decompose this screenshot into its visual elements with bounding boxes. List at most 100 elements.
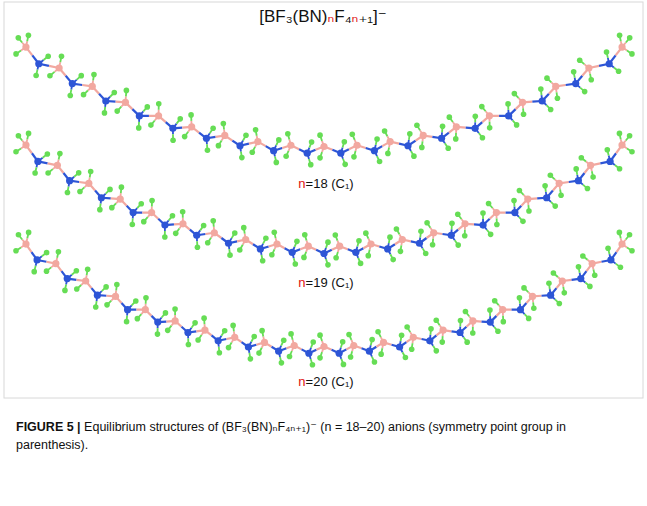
- fluorine-atom: [251, 334, 257, 340]
- nitrogen-atom: [34, 158, 41, 165]
- fluorine-atom: [91, 72, 97, 78]
- fluorine-atom: [93, 304, 99, 310]
- fluorine-atom: [317, 355, 323, 361]
- nitrogen-atom: [184, 329, 191, 336]
- nitrogen-atom: [66, 177, 73, 184]
- nitrogen-atom: [337, 150, 344, 157]
- fluorine-atom: [349, 131, 355, 137]
- fluorine-atom: [531, 306, 537, 312]
- boron-atom: [112, 293, 119, 300]
- fluorine-atom: [455, 242, 461, 248]
- nitrogen-atom: [236, 142, 243, 149]
- fluorine-atom: [85, 266, 91, 272]
- fluorine-atom: [156, 101, 162, 107]
- fluorine-atom: [458, 318, 464, 324]
- fluorine-atom: [480, 135, 486, 141]
- nitrogen-atom: [161, 221, 168, 228]
- nitrogen-atom: [257, 245, 264, 252]
- fluorine-atom: [617, 166, 623, 172]
- fluorine-atom: [582, 89, 588, 95]
- boron-atom: [493, 209, 500, 216]
- boron-atom: [85, 180, 92, 187]
- nitrogen-atom: [193, 232, 200, 239]
- fluorine-atom: [358, 261, 364, 267]
- fluorine-atom: [434, 348, 440, 354]
- nitrogen-atom: [304, 150, 311, 157]
- fluorine-atom: [629, 149, 635, 155]
- fluorine-atom: [464, 339, 470, 345]
- fluorine-atom: [47, 73, 53, 79]
- nitrogen-atom: [98, 194, 105, 201]
- fluorine-atom: [76, 170, 82, 176]
- fluorine-atom: [374, 136, 380, 142]
- fluorine-atom: [26, 131, 32, 137]
- fluorine-atom: [462, 233, 468, 239]
- fluorine-atom: [445, 145, 451, 151]
- fluorine-atom: [62, 288, 68, 294]
- fluorine-atom: [494, 222, 500, 228]
- fluorine-atom: [148, 122, 154, 128]
- fluorine-atom: [119, 184, 125, 190]
- fluorine-atom: [56, 249, 62, 255]
- fluorine-atom: [403, 355, 409, 361]
- nitrogen-atom: [472, 125, 479, 132]
- fluorine-atom: [377, 159, 383, 165]
- fluorine-atom: [195, 244, 201, 250]
- fluorine-atom: [44, 250, 50, 256]
- fluorine-atom: [248, 356, 254, 362]
- nitrogen-atom: [487, 319, 494, 326]
- text-run: [BF₃(BN): [259, 7, 327, 26]
- fluorine-atom: [15, 35, 21, 41]
- fluorine-atom: [430, 242, 436, 248]
- fluorine-atom: [514, 122, 520, 128]
- nitrogen-atom: [275, 348, 282, 355]
- boron-atom: [519, 99, 526, 106]
- fluorine-atom: [232, 230, 238, 236]
- fluorine-atom: [419, 145, 425, 151]
- boron-atom: [54, 162, 61, 169]
- fluorine-atom: [453, 136, 459, 142]
- fluorine-atom: [455, 211, 461, 217]
- fluorine-atom: [138, 201, 144, 207]
- fluorine-atom: [13, 149, 19, 155]
- fluorine-atom: [114, 108, 120, 114]
- fluorine-atom: [495, 329, 501, 335]
- fluorine-atom: [592, 273, 598, 279]
- text-run: F₄: [334, 7, 351, 26]
- fluorine-atom: [112, 90, 118, 96]
- fluorine-atom: [332, 232, 338, 238]
- fluorine-atom: [283, 153, 289, 159]
- nitrogen-atom: [505, 112, 512, 119]
- nitrogen-atom: [479, 221, 486, 228]
- boron-atom: [552, 83, 559, 90]
- fluorine-atom: [67, 93, 73, 99]
- fluorine-atom: [249, 149, 255, 155]
- fluorine-atom: [618, 264, 624, 270]
- fluorine-atom: [210, 125, 216, 131]
- fluorine-atom: [517, 295, 523, 301]
- text-run: Equilibrium structures of (BF₃(BN)ₙF₄ₙ₊₁…: [16, 420, 566, 452]
- fluorine-atom: [77, 189, 83, 195]
- nitrogen-atom: [438, 135, 445, 142]
- nitrogen-atom: [577, 275, 584, 282]
- fluorine-atom: [16, 133, 22, 139]
- fluorine-atom: [492, 298, 498, 304]
- fluorine-atom: [382, 128, 388, 134]
- fluorine-atom: [346, 332, 352, 338]
- boron-atom: [410, 334, 417, 341]
- fluorine-atom: [605, 147, 611, 153]
- fluorine-atom: [617, 230, 623, 236]
- boron-atom: [305, 243, 312, 250]
- fluorine-atom: [26, 33, 32, 39]
- fluorine-atom: [88, 169, 94, 175]
- fluorine-atom: [585, 186, 591, 192]
- figure-frame: [4, 2, 643, 398]
- fluorine-atom: [617, 33, 623, 39]
- fluorine-atom: [501, 319, 507, 325]
- fluorine-atom: [170, 213, 176, 219]
- nitrogen-atom: [606, 60, 613, 67]
- boron-atom: [618, 142, 625, 149]
- text-run: =18 (C₁): [306, 176, 354, 191]
- fluorine-atom: [309, 139, 315, 145]
- fluorine-atom: [394, 226, 400, 232]
